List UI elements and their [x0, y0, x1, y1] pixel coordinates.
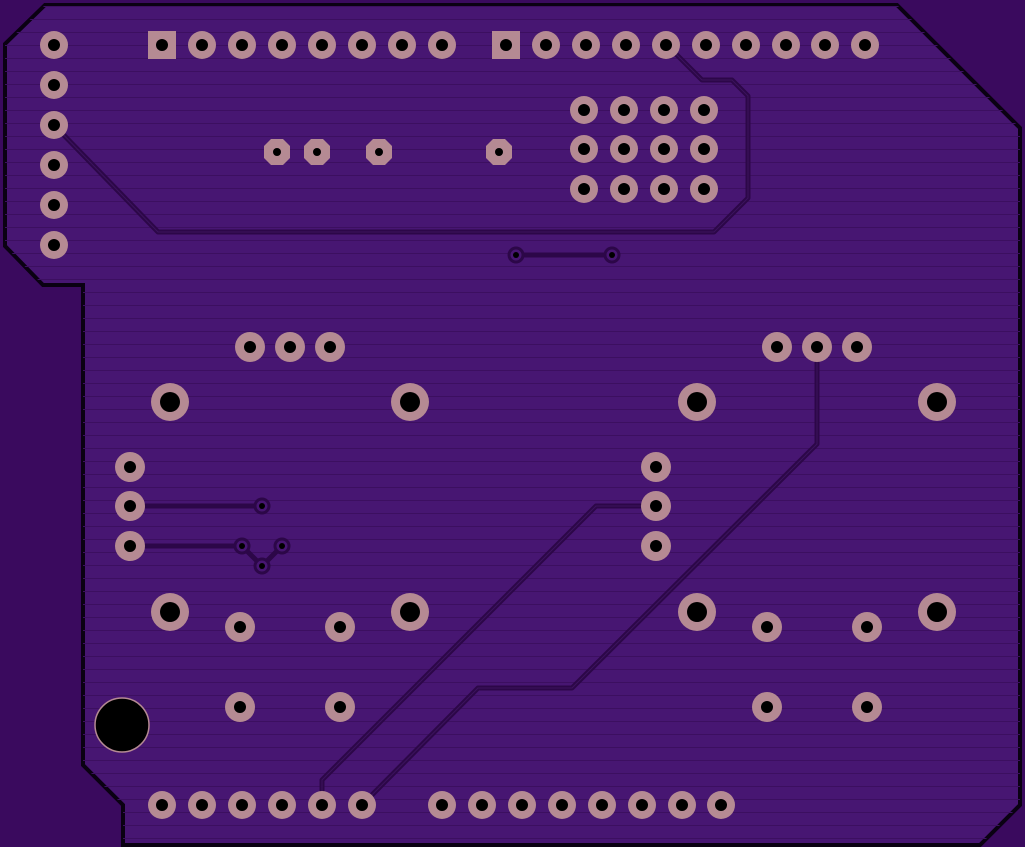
pad-round-group	[532, 31, 879, 59]
switch-right	[752, 612, 882, 722]
trace-pot-to-bottom	[359, 344, 820, 808]
left-header	[40, 31, 68, 259]
vias	[233, 246, 621, 575]
large-pads	[151, 383, 956, 631]
top-header-a	[148, 31, 456, 59]
pad-round-group	[188, 31, 456, 59]
icsp-block	[570, 96, 718, 203]
bottom-header-b	[428, 791, 735, 819]
connector-mid	[641, 452, 671, 561]
switch-left	[225, 612, 355, 722]
traces	[51, 41, 820, 808]
mounting-hole	[94, 697, 150, 753]
connector-left	[115, 452, 145, 561]
bottom-header-a	[148, 791, 376, 819]
trace-left-to-icsp	[51, 41, 751, 235]
pot-left	[235, 332, 345, 362]
trace-connector-left-2	[127, 543, 285, 569]
pot-right	[762, 332, 872, 362]
top-header-b	[492, 31, 879, 59]
